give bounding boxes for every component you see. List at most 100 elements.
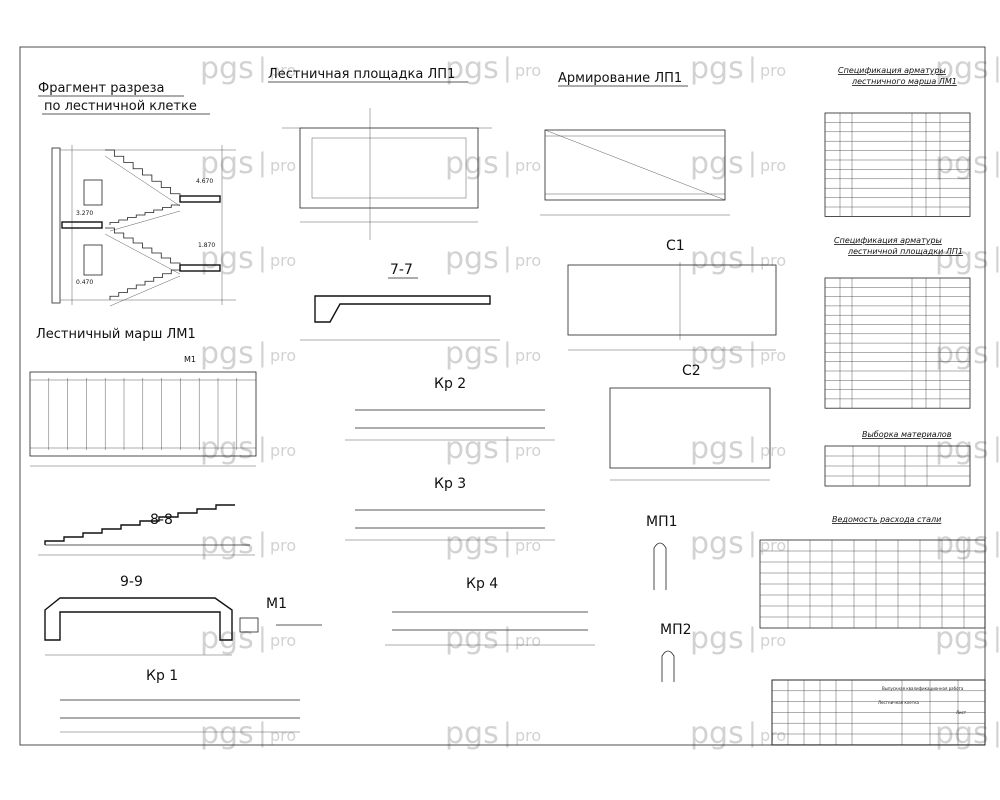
landing-slab-inner — [311, 137, 467, 199]
watermark-sep: | — [258, 433, 267, 463]
watermark-suffix: pro — [760, 61, 786, 80]
watermark-suffix: pro — [270, 346, 296, 365]
watermark-suffix: pro — [515, 61, 541, 80]
watermark-suffix: pro — [760, 631, 786, 650]
watermark-text: pgs — [690, 241, 744, 276]
title-block: Выпускная квалификационная работа Лестни… — [771, 679, 986, 746]
watermark-sep: | — [258, 528, 267, 558]
steel-table: Ведомость расхода стали — [759, 515, 986, 629]
watermark-text: pgs — [445, 146, 499, 181]
watermark-suffix: pro — [270, 441, 296, 460]
watermark-sep: | — [993, 148, 1000, 178]
watermark-text: pgs — [690, 621, 744, 656]
section-8-8-steps — [44, 504, 250, 546]
watermark-sep: | — [503, 53, 512, 83]
watermark-text: pgs — [445, 241, 499, 276]
fragment-flight — [109, 204, 180, 225]
watermark-suffix: pro — [515, 251, 541, 270]
watermark-sep: | — [748, 718, 757, 748]
reinforcement-outline — [544, 129, 726, 201]
watermark-text: pgs — [445, 621, 499, 656]
kr4-title: Кр 4 — [466, 576, 498, 592]
mesh-c2: С2 — [609, 363, 771, 481]
watermark-suffix: pro — [515, 156, 541, 175]
materials-grid — [824, 445, 971, 487]
level-mark-1: 4.670 — [196, 178, 213, 185]
landing-lp1: Лестничная площадка ЛП1 — [268, 67, 492, 240]
watermark-text: pgs — [690, 526, 744, 561]
steel-grid — [759, 539, 986, 629]
watermark-sep: | — [993, 623, 1000, 653]
mp1-title: МП1 — [646, 514, 678, 530]
embedded-part-m1: М1 — [239, 596, 322, 633]
mesh-c1-title: С1 — [666, 238, 685, 254]
section-8-8: 8-8 — [38, 504, 255, 556]
watermark-text: pgs — [690, 146, 744, 181]
watermark-suffix: pro — [515, 346, 541, 365]
watermark-sep: | — [993, 433, 1000, 463]
mp2-title: МП2 — [660, 622, 692, 638]
watermark-sep: | — [503, 623, 512, 653]
watermark-text: pgs — [445, 336, 499, 371]
spec-landing-title1: Спецификация арматуры — [834, 236, 942, 245]
stamp-grid — [771, 679, 986, 746]
fragment-flight-soffit — [104, 155, 181, 207]
watermark-text: pgs — [200, 336, 254, 371]
watermark-suffix: pro — [760, 536, 786, 555]
watermark-text: pgs — [445, 431, 499, 466]
watermark-sep: | — [993, 53, 1000, 83]
mesh-c2-title: С2 — [682, 363, 701, 379]
watermark-text: pgs — [935, 431, 989, 466]
flight-title: Лестничный марш ЛМ1 — [36, 327, 196, 342]
m1-plate — [239, 617, 259, 633]
watermark-text: pgs — [935, 146, 989, 181]
watermark-sep: | — [748, 433, 757, 463]
fragment-flight — [105, 227, 181, 268]
watermark-layer: pgs|propgs|propgs|propgs|propgs|propgs|p… — [200, 51, 1000, 751]
fragment-landing-bottom — [179, 264, 221, 272]
watermark-text: pgs — [445, 716, 499, 751]
watermark-suffix: pro — [760, 726, 786, 745]
section-9-9-outline — [44, 597, 233, 641]
stamp-sheet-label: Лист — [956, 710, 967, 715]
kr2-title: Кр 2 — [434, 376, 466, 392]
level-mark-3: 1.870 — [198, 242, 215, 249]
watermark-text: pgs — [690, 51, 744, 86]
watermark-text: pgs — [445, 526, 499, 561]
table-border — [824, 112, 971, 217]
watermark-sep: | — [258, 53, 267, 83]
section-7-7: 7-7 — [300, 262, 500, 341]
flight-step-lines — [30, 378, 256, 450]
kr3-title: Кр 3 — [434, 476, 466, 492]
watermark-suffix: pro — [270, 251, 296, 270]
landing-slab-outline — [299, 127, 479, 209]
fragment-door — [83, 244, 103, 276]
section-9-9: 9-9 — [44, 574, 233, 656]
m1-title: М1 — [266, 596, 287, 612]
frame-kr3: Кр 3 — [345, 476, 555, 541]
frame-kr2: Кр 2 — [345, 376, 555, 441]
watermark-sep: | — [258, 148, 267, 178]
spec-landing-grid — [824, 277, 971, 409]
fragment-flight-soffit — [109, 210, 181, 232]
watermark-sep: | — [503, 338, 512, 368]
mesh-c1-outline — [567, 264, 777, 336]
watermark-sep: | — [748, 338, 757, 368]
spec-table-landing: Спецификация арматуры лестничной площадк… — [824, 236, 971, 409]
materials-title: Выборка материалов — [862, 430, 952, 439]
watermark-suffix: pro — [760, 346, 786, 365]
spec-flight-title1: Спецификация арматуры — [838, 66, 946, 75]
watermark-suffix: pro — [515, 441, 541, 460]
section-7-7-title: 7-7 — [390, 262, 413, 278]
watermark-sep: | — [993, 338, 1000, 368]
part-mp2: МП2 — [660, 622, 692, 682]
watermark-text: pgs — [445, 51, 499, 86]
watermark-sep: | — [503, 433, 512, 463]
watermark-text: pgs — [935, 621, 989, 656]
watermark-suffix: pro — [760, 251, 786, 270]
watermark-sep: | — [503, 718, 512, 748]
watermark-sep: | — [748, 243, 757, 273]
reinforcement-title: Армирование ЛП1 — [558, 71, 682, 86]
steel-title: Ведомость расхода стали — [832, 515, 941, 524]
watermark-sep: | — [258, 718, 267, 748]
